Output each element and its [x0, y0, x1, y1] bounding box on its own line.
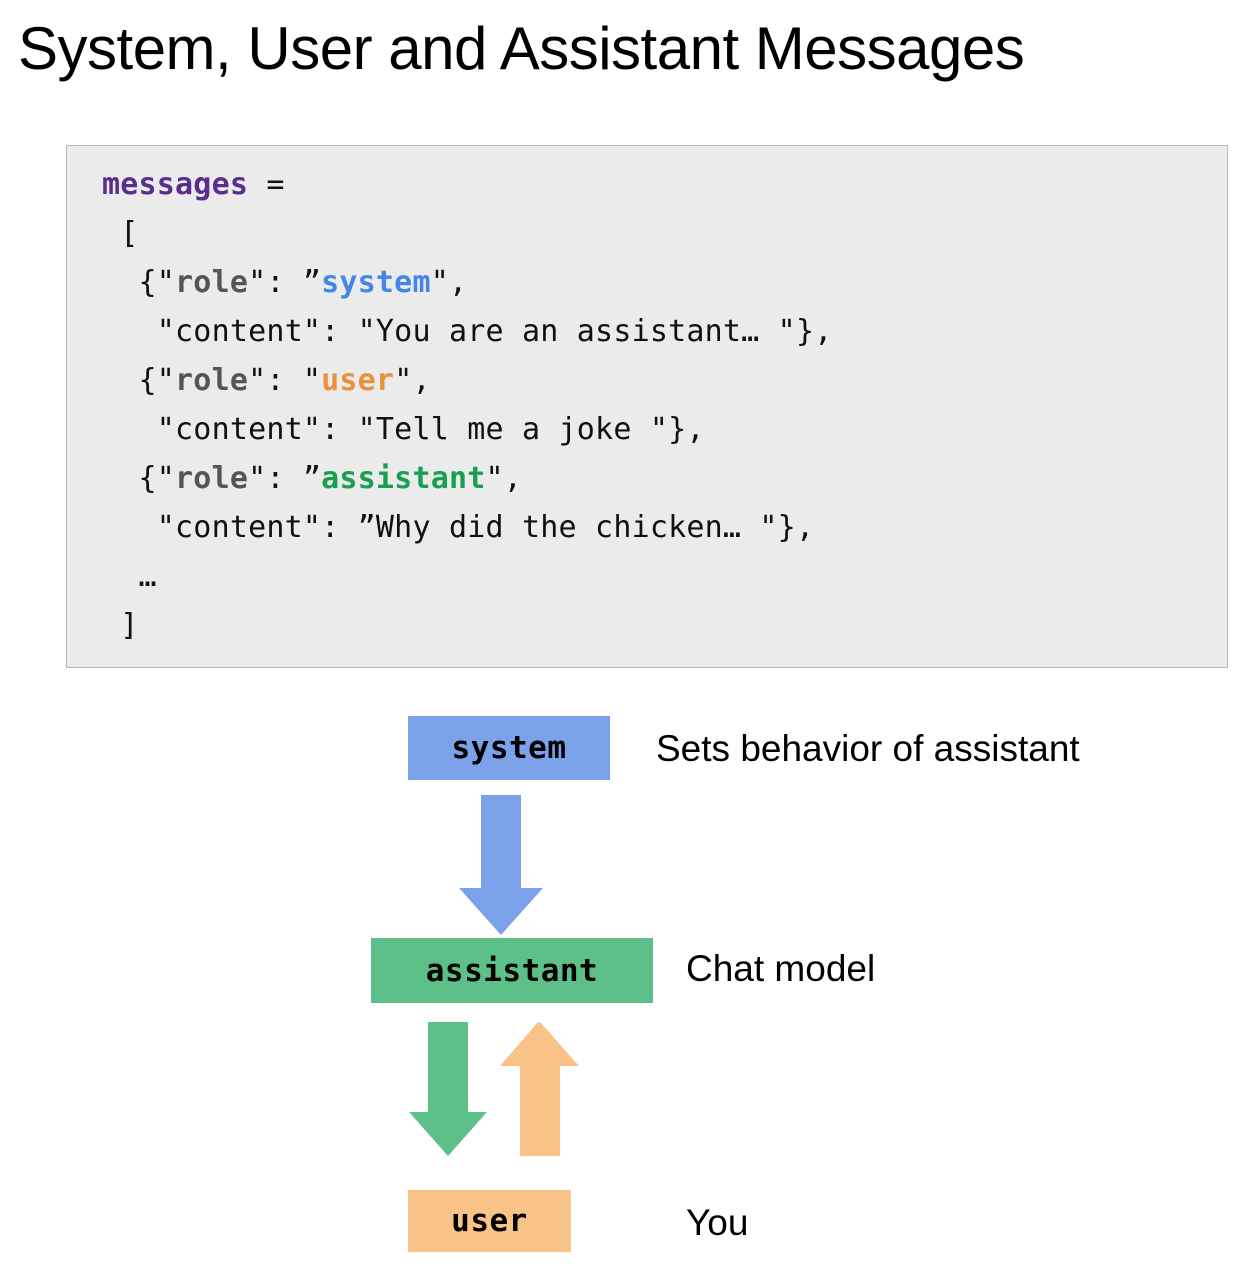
arrow-user-to-assistant-icon — [500, 1022, 579, 1156]
code-token-plain: ] — [102, 608, 139, 643]
code-token-plain: … — [102, 559, 157, 594]
diagram-node-assistant-text: assistant — [425, 952, 599, 989]
code-token-plain: {" — [102, 265, 176, 300]
code-token-plain: ", — [430, 265, 468, 300]
code-token-user: user — [321, 363, 395, 398]
diagram-node-assistant[interactable]: assistant — [371, 938, 653, 1003]
code-token-plain: {" — [102, 461, 176, 496]
code-line: "content": "Tell me a joke "}, — [102, 405, 832, 454]
arrow-assistant-to-user-icon — [409, 1022, 487, 1156]
code-token-system: system — [321, 265, 431, 300]
code-token-key: role — [175, 461, 249, 496]
code-token-plain: ": ” — [248, 461, 322, 496]
code-token-key: role — [175, 363, 249, 398]
code-token-plain: "content": "You are an assistant… "}, — [102, 314, 833, 349]
code-line: ] — [102, 601, 832, 650]
code-token-plain: "content": ”Why did the chicken… "}, — [102, 510, 815, 545]
diagram-node-user[interactable]: user — [408, 1190, 571, 1252]
code-token-plain: "content": "Tell me a joke "}, — [102, 412, 705, 447]
code-line: {"role": ”assistant", — [102, 454, 832, 503]
diagram-label-user: You — [686, 1202, 749, 1243]
arrow-system-to-assistant-icon — [459, 795, 543, 935]
diagram-node-user-text: user — [451, 1203, 528, 1239]
code-line: {"role": "user", — [102, 356, 832, 405]
code-token-plain: ", — [394, 363, 431, 398]
code-token-plain: {" — [102, 363, 176, 398]
code-line: "content": ”Why did the chicken… "}, — [102, 503, 832, 552]
code-token-plain: ": ” — [248, 265, 322, 300]
code-token-plain: = — [248, 167, 285, 202]
diagram-node-system-text: system — [451, 730, 567, 766]
code-line: messages = — [102, 160, 832, 209]
diagram-label-system: Sets behavior of assistant — [656, 728, 1080, 769]
code-token-assistant: assistant — [321, 461, 486, 496]
diagram-node-system[interactable]: system — [408, 716, 610, 780]
code-token-plain: ", — [485, 461, 523, 496]
code-token-plain: [ — [102, 216, 139, 251]
code-token-plain: ": " — [248, 363, 322, 398]
page-title: System, User and Assistant Messages — [18, 15, 1025, 82]
code-block: messages = [ {"role": ”system", "content… — [66, 145, 1228, 668]
code-line: {"role": ”system", — [102, 258, 832, 307]
code-line: [ — [102, 209, 832, 258]
code-token-key: role — [175, 265, 249, 300]
roles-flow-diagram: system Sets behavior of assistant assist… — [0, 690, 1260, 1282]
code-listing: messages = [ {"role": ”system", "content… — [102, 160, 832, 650]
code-line: "content": "You are an assistant… "}, — [102, 307, 832, 356]
code-token-var: messages — [102, 167, 249, 202]
code-line: … — [102, 552, 832, 601]
diagram-label-assistant: Chat model — [686, 948, 876, 989]
